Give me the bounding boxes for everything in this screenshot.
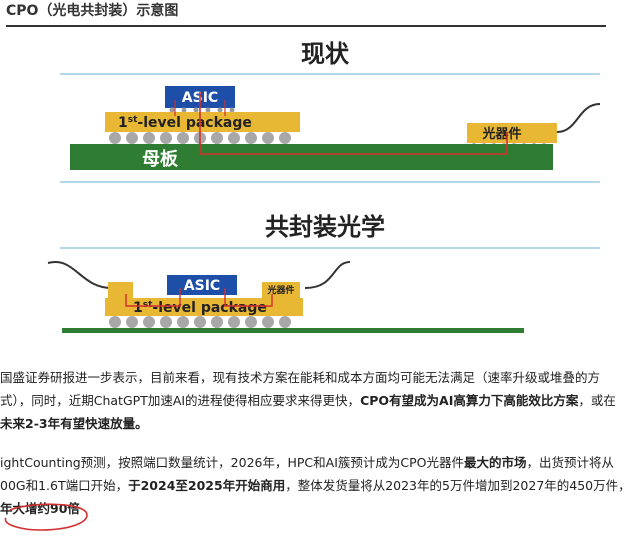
current-title: 现状 <box>301 40 350 68</box>
cpo-first-level-package <box>105 298 303 316</box>
electrical-path <box>199 92 508 155</box>
cpo-asic-label: ASIC <box>184 278 220 294</box>
red-circle-annotation <box>4 503 88 531</box>
asic-bumps <box>169 107 235 113</box>
cpo-electrical-left <box>125 288 181 307</box>
cpo-board <box>62 328 524 333</box>
figure-caption: CPO（光电共封装）示意图 <box>6 3 179 19</box>
optical-fiber <box>556 103 601 133</box>
cpo-title: 共封装光学 <box>265 213 385 241</box>
caption-underline <box>6 25 606 27</box>
cpo-fiber-left <box>47 261 113 289</box>
optical-device <box>467 123 557 143</box>
paragraph-1: 国盛证券研报进一步表示，目前来看，现有技术方案在能耗和成本方面均可能无法满足（速… <box>0 370 616 431</box>
cpo-diagram: 现状 ASIC 1st-level package 光器件 母板 共封装光学 <box>47 40 601 333</box>
cpo-optic-label: 光器件 <box>266 284 294 296</box>
cpo-asic-chip <box>167 275 237 295</box>
optical-device-label: 光器件 <box>481 126 521 142</box>
package-label: 1st-level package <box>118 115 252 131</box>
mother-board <box>70 144 553 170</box>
board-label: 母板 <box>142 148 179 170</box>
cpo-solder-balls <box>109 316 291 328</box>
cpo-package-label: 1st-level package <box>133 300 267 316</box>
first-level-package <box>105 112 300 132</box>
paragraph-2: ightCounting预测，按照端口数量统计，2026年，HPC和AI簇预计成… <box>0 455 631 516</box>
cpo-electrical-right <box>224 288 273 307</box>
cpo-optic-left <box>108 282 133 298</box>
cpo-fiber-right <box>304 261 351 289</box>
